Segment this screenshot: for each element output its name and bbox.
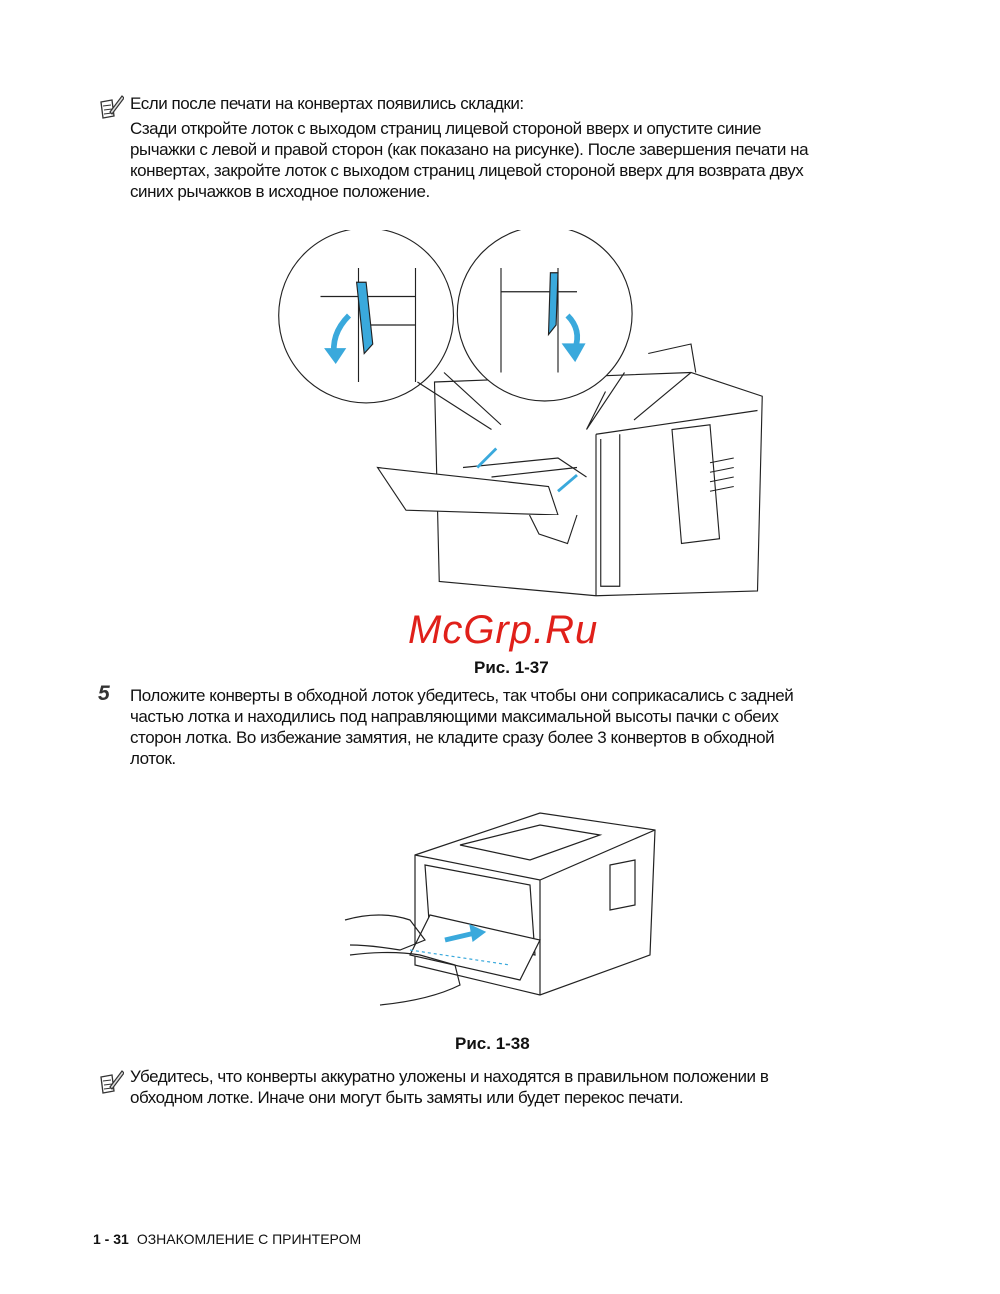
note-text-line: Сзади откройте лоток с выходом страниц л… <box>130 119 761 138</box>
note-pencil-icon <box>100 95 124 119</box>
step-text-line: лоток. <box>130 749 176 768</box>
step-text-line: частью лотка и находились под направляющ… <box>130 707 779 726</box>
printer-rear-illustration <box>278 230 763 597</box>
watermark: McGrp.Ru <box>408 608 599 652</box>
note-pencil-icon <box>100 1070 124 1094</box>
printer-front-envelope-illustration <box>344 812 656 1006</box>
note-text-line: рычажки с левой и правой сторон (как пок… <box>130 140 809 159</box>
step-text-line: Положите конверты в обходной лоток убеди… <box>130 686 794 705</box>
figure-caption: Рис. 1-37 <box>474 658 549 677</box>
page-number: 1 - 31 <box>93 1231 129 1247</box>
note-text-line: конвертах, закройте лоток с выходом стра… <box>130 161 804 180</box>
page-footer: 1 - 31 ОЗНАКОМЛЕНИЕ С ПРИНТЕРОМ <box>93 1231 361 1247</box>
note-title: Если после печати на конвертах появились… <box>130 94 524 113</box>
step-number: 5 <box>98 682 110 705</box>
step-text-line: сторон лотка. Во избежание замятия, не к… <box>130 728 775 747</box>
note-text-line: обходном лотке. Иначе они могут быть зам… <box>130 1088 684 1107</box>
note-text-line: синих рычажков в исходное положение. <box>130 182 430 201</box>
figure-caption: Рис. 1-38 <box>455 1034 530 1053</box>
section-title: ОЗНАКОМЛЕНИЕ С ПРИНТЕРОМ <box>136 1231 362 1247</box>
note-text-line: Убедитесь, что конверты аккуратно уложен… <box>130 1067 769 1086</box>
